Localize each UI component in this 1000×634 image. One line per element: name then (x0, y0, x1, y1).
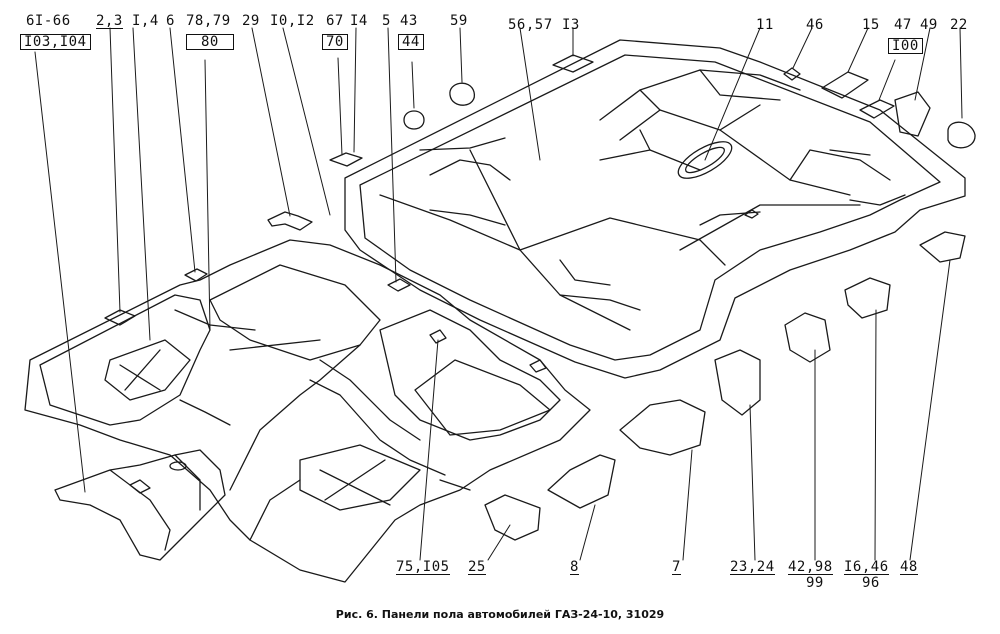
label-6: 6 (166, 13, 175, 29)
label-25: 25 (468, 559, 486, 575)
label-61-66: 6I-66 (26, 13, 71, 29)
front-floor-panel (24, 239, 591, 583)
label-14: I4 (350, 13, 368, 29)
label-103-104: I03,I04 (20, 34, 91, 50)
label-44: 44 (398, 34, 424, 50)
label-59: 59 (450, 13, 468, 29)
small-parts (104, 54, 976, 541)
label-47: 47 (894, 17, 912, 33)
label-48: 48 (900, 559, 918, 575)
label-78-79: 78,79 (186, 13, 231, 29)
label-67: 67 (326, 13, 344, 29)
label-96: 96 (862, 575, 880, 591)
label-8: 8 (570, 559, 579, 575)
label-13: I3 (562, 17, 580, 33)
label-70: 70 (322, 34, 348, 50)
figure-caption: Рис. 6. Панели пола автомобилей ГАЗ-24-1… (335, 608, 665, 621)
front-tunnel-panel (54, 449, 226, 561)
label-100: I00 (888, 38, 923, 54)
rear-floor-panel (344, 39, 966, 379)
oval-plug (677, 141, 733, 179)
label-99: 99 (806, 575, 824, 591)
label-23-24: 23,24 (730, 559, 775, 575)
label-7: 7 (672, 559, 681, 575)
leader-lines (34, 27, 963, 561)
label-43: 43 (400, 13, 418, 29)
label-5: 5 (382, 13, 391, 29)
label-22: 22 (950, 17, 968, 33)
floor-panels-drawing (24, 27, 976, 583)
label-42-98: 42,98 (788, 559, 833, 575)
label-16-46: I6,46 (844, 559, 889, 575)
label-1-4: I,4 (132, 13, 159, 29)
label-46: 46 (806, 17, 824, 33)
label-10-12: I0,I2 (270, 13, 315, 29)
label-75-105: 75,I05 (396, 559, 450, 575)
label-49: 49 (920, 17, 938, 33)
label-11: 11 (756, 17, 774, 33)
label-2-3: 2,3 (96, 13, 123, 29)
label-80: 80 (186, 34, 234, 50)
label-15: 15 (862, 17, 880, 33)
label-29: 29 (242, 13, 260, 29)
label-56-57: 56,57 (508, 17, 553, 33)
